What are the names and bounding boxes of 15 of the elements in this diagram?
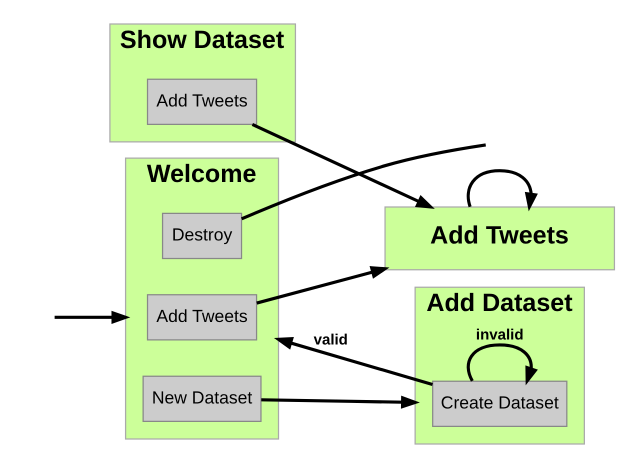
node-box: Create Dataset [432, 380, 568, 427]
arrow [261, 395, 420, 408]
node-box: Add Tweets [146, 78, 258, 124]
arrow [252, 122, 435, 208]
node-box: Add Tweets [146, 294, 258, 340]
node-box: Destroy [162, 212, 242, 259]
arrow [256, 266, 390, 304]
arrow [466, 342, 538, 385]
node-box: Add Tweets [384, 206, 616, 270]
arrow [466, 168, 538, 211]
arrow [54, 310, 130, 324]
edge-label: valid [314, 330, 348, 348]
connector [241, 142, 486, 220]
node-box: New Dataset [142, 375, 262, 422]
edge-label: invalid [476, 326, 524, 343]
